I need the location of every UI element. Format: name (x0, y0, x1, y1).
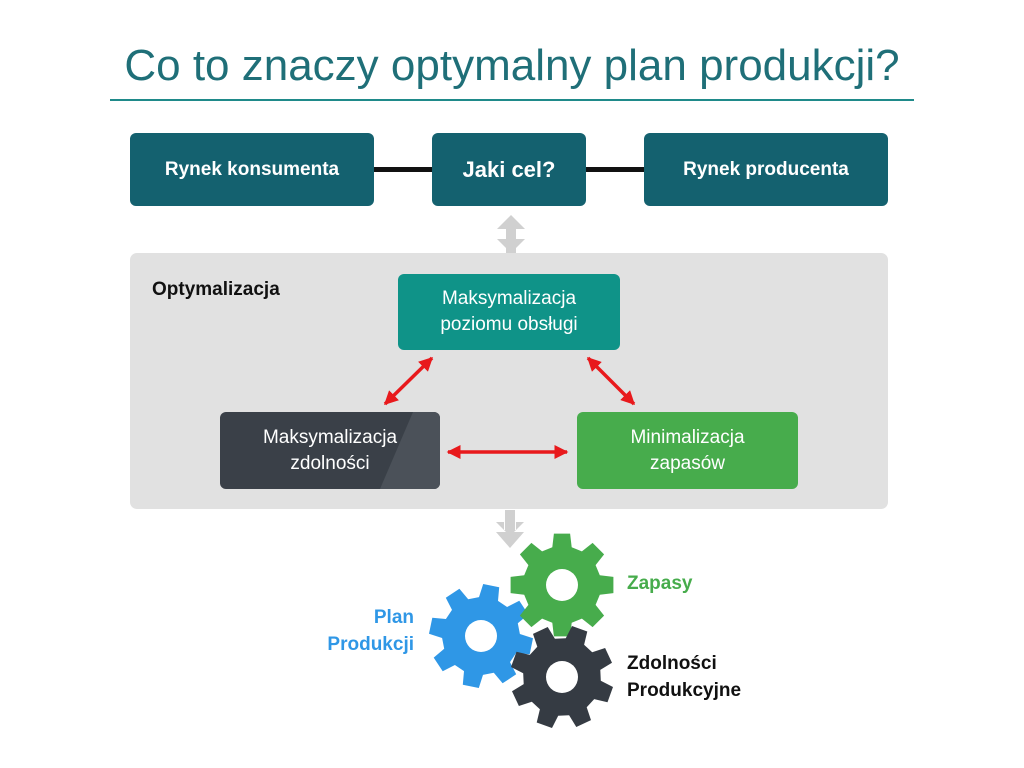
service-level-card[interactable]: Maksymalizacja poziomu obsługi (398, 274, 620, 350)
producer-market-box[interactable]: Rynek producenta (644, 133, 888, 206)
connector-line-right (584, 167, 646, 172)
tradeoff-arrow-service-inventory (586, 356, 636, 406)
capacity-text: Maksymalizacja zdolności (262, 426, 398, 474)
inventory-gear-label: Zapasy (627, 573, 693, 594)
capacity-gear-label: Zdolności Produkcyjne (627, 653, 742, 701)
producer-market-label: Rynek producenta (683, 158, 849, 180)
capacity-card[interactable]: Maksymalizacja zdolności (220, 412, 440, 489)
double-arrow-down-icon (496, 510, 524, 548)
consumer-market-label: Rynek konsumenta (164, 158, 340, 180)
blue-gear-icon (429, 584, 533, 688)
goal-box[interactable]: Jaki cel? (432, 133, 586, 206)
tradeoff-arrow-service-capacity (383, 356, 434, 406)
double-arrow-up-icon (497, 215, 525, 253)
plan-production-label: Plan Produkcji (327, 607, 414, 655)
dark-gear-icon (511, 626, 613, 728)
service-level-text: Maksymalizacja poziomu obsługi (440, 288, 578, 335)
page-title: Co to znaczy optymalny plan produkcji? (124, 41, 900, 90)
inventory-card[interactable]: Minimalizacja zapasów (577, 412, 798, 489)
inventory-text: Minimalizacja zapasów (630, 426, 745, 474)
goal-label: Jaki cel? (462, 156, 556, 182)
consumer-market-box[interactable]: Rynek konsumenta (130, 133, 374, 206)
title-underline (110, 99, 914, 101)
green-gear-icon (510, 533, 614, 637)
optimization-label: Optymalizacja (152, 279, 280, 300)
connector-line-left (372, 167, 434, 172)
